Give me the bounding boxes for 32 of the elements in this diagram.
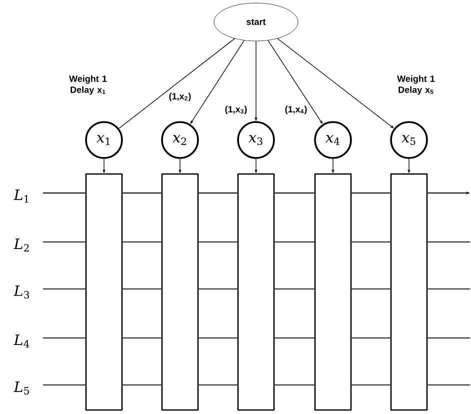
line [427, 384, 470, 386]
layer-box [314, 173, 352, 411]
line [122, 288, 162, 290]
line [351, 288, 391, 290]
edge-label: (1,x$_{4}$) [285, 106, 307, 114]
line [351, 384, 391, 386]
layer-label: L$_{4}$ [14, 334, 30, 348]
edge-label: Weight 1 Delay x$_{5}$ [397, 75, 435, 95]
line [198, 192, 238, 194]
line [122, 384, 162, 386]
layer-box [161, 173, 199, 411]
edge-label: Weight 1 Delay x$_{1}$ [69, 75, 107, 95]
line [122, 192, 162, 194]
line [198, 384, 238, 386]
edge-label: (1,x$_{3}$) [225, 106, 247, 114]
line [198, 288, 238, 290]
line [427, 288, 470, 290]
layer-box [237, 173, 275, 411]
line [274, 384, 315, 386]
line [351, 192, 391, 194]
layer-label: L$_{5}$ [14, 382, 29, 394]
line [274, 288, 315, 290]
layer-label: L$_{3}$ [14, 285, 29, 299]
line [274, 192, 315, 194]
layer-box [85, 173, 123, 411]
layer-label: L$_{2}$ [14, 238, 29, 252]
layer-label: L$_{1}$ [14, 190, 28, 202]
line [42, 288, 86, 290]
layer-box [390, 173, 428, 411]
line [42, 192, 86, 194]
edge-label: (1,x$_{2}$) [169, 92, 191, 102]
line [42, 384, 86, 386]
